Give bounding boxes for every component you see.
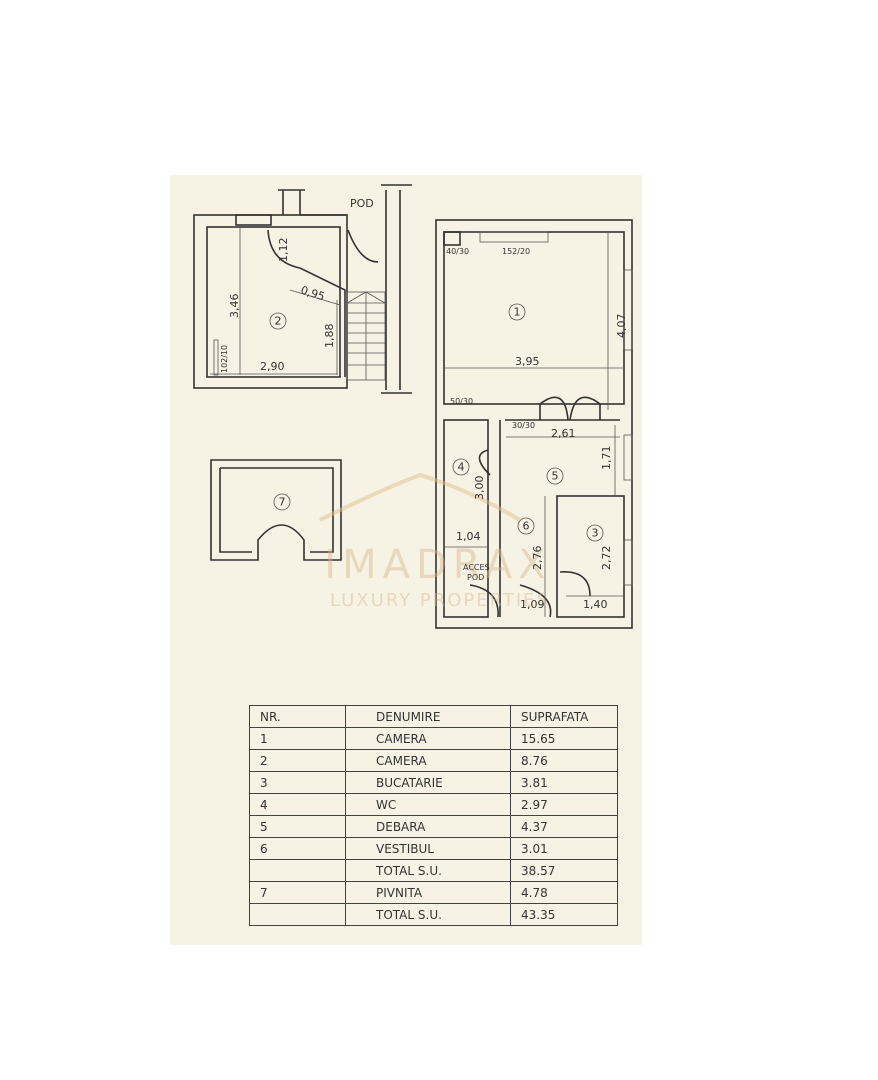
attic-access-label: ACCES bbox=[463, 563, 490, 572]
room-2-dimension-lines bbox=[210, 228, 341, 375]
room-number: 4 bbox=[458, 461, 465, 474]
cell: PIVNITA bbox=[345, 881, 511, 904]
cell: 3 bbox=[249, 771, 346, 794]
header-suprafata: SUPRAFATA bbox=[510, 705, 618, 728]
cell: TOTAL S.U. bbox=[345, 859, 511, 882]
attic-label: POD bbox=[350, 197, 374, 210]
room-7-walls bbox=[210, 459, 342, 561]
cell: 7 bbox=[249, 881, 346, 904]
room-number: 3 bbox=[592, 527, 599, 540]
right-block-walls bbox=[435, 219, 633, 629]
table-header: NR. DENUMIRE SUPRAFATA bbox=[249, 705, 618, 728]
cell: VESTIBUL bbox=[345, 837, 511, 860]
room-number: 6 bbox=[523, 520, 530, 533]
dimension: 1,40 bbox=[583, 598, 608, 611]
cell: 3.81 bbox=[510, 771, 618, 794]
opening-size: 50/30 bbox=[450, 397, 473, 406]
room-2-walls bbox=[193, 184, 412, 394]
dimension: 2,61 bbox=[551, 427, 576, 440]
svg-text:LUXURY PROPERTIES: LUXURY PROPERTIES bbox=[330, 590, 550, 611]
room-number: 1 bbox=[514, 306, 521, 319]
cell: 6 bbox=[249, 837, 346, 860]
cell: 2.97 bbox=[510, 793, 618, 816]
room-2-door-marker bbox=[213, 339, 219, 376]
cell: 5 bbox=[249, 815, 346, 838]
cell: 8.76 bbox=[510, 749, 618, 772]
dimension: 2,76 bbox=[531, 546, 544, 571]
room-number: 5 bbox=[552, 470, 559, 483]
room-number: 2 bbox=[275, 315, 282, 328]
cell: 43.35 bbox=[510, 903, 618, 926]
table-row: TOTAL S.U.43.35 bbox=[249, 903, 618, 926]
cell: 2 bbox=[249, 749, 346, 772]
cell: DEBARA bbox=[345, 815, 511, 838]
header-nr: NR. bbox=[249, 705, 346, 728]
watermark-logo: IMADRAX LUXURY PROPERTIES bbox=[319, 472, 551, 611]
opening-size: 30/30 bbox=[512, 421, 535, 430]
cell bbox=[249, 859, 346, 882]
room-number-circles: 1 2 3 4 5 6 7 bbox=[269, 303, 604, 542]
opening-size: 40/30 bbox=[446, 247, 469, 256]
dimension: 1,88 bbox=[323, 324, 336, 349]
cell: 4 bbox=[249, 793, 346, 816]
dimension: 4,07 bbox=[615, 314, 628, 339]
cell: 4.37 bbox=[510, 815, 618, 838]
dimension: 3,95 bbox=[515, 355, 540, 368]
cell: TOTAL S.U. bbox=[345, 903, 511, 926]
dimension: 2,90 bbox=[260, 360, 285, 373]
cell: CAMERA bbox=[345, 749, 511, 772]
cell: 4.78 bbox=[510, 881, 618, 904]
cell: BUCATARIE bbox=[345, 771, 511, 794]
cell: 38.57 bbox=[510, 859, 618, 882]
cell: 15.65 bbox=[510, 727, 618, 750]
room-number: 7 bbox=[279, 496, 286, 509]
svg-text:IMADRAX: IMADRAX bbox=[324, 542, 551, 588]
dimension: 3,00 bbox=[473, 476, 486, 501]
opening-size: 102/10 bbox=[220, 345, 229, 373]
cell bbox=[249, 903, 346, 926]
header-denumire: DENUMIRE bbox=[345, 705, 511, 728]
dimension: 3,46 bbox=[228, 294, 241, 319]
dimension: 2,72 bbox=[600, 546, 613, 571]
dimension: 1,09 bbox=[520, 598, 545, 611]
dimension: 1,12 bbox=[277, 238, 290, 263]
attic-access-label-2: POD bbox=[467, 573, 484, 582]
cell: CAMERA bbox=[345, 727, 511, 750]
opening-size: 152/20 bbox=[502, 247, 530, 256]
table-row: TOTAL S.U.38.57 bbox=[249, 859, 618, 882]
dimension-labels: 3,95 4,07 40/30 152/20 50/30 2,90 3,46 1… bbox=[220, 238, 628, 612]
dimension: 1,71 bbox=[600, 446, 613, 471]
cell: 1 bbox=[249, 727, 346, 750]
dimension: 0,95 bbox=[299, 283, 326, 303]
dimension: 1,04 bbox=[456, 530, 481, 543]
cell: 3.01 bbox=[510, 837, 618, 860]
cell: WC bbox=[345, 793, 511, 816]
stairs bbox=[346, 291, 386, 381]
